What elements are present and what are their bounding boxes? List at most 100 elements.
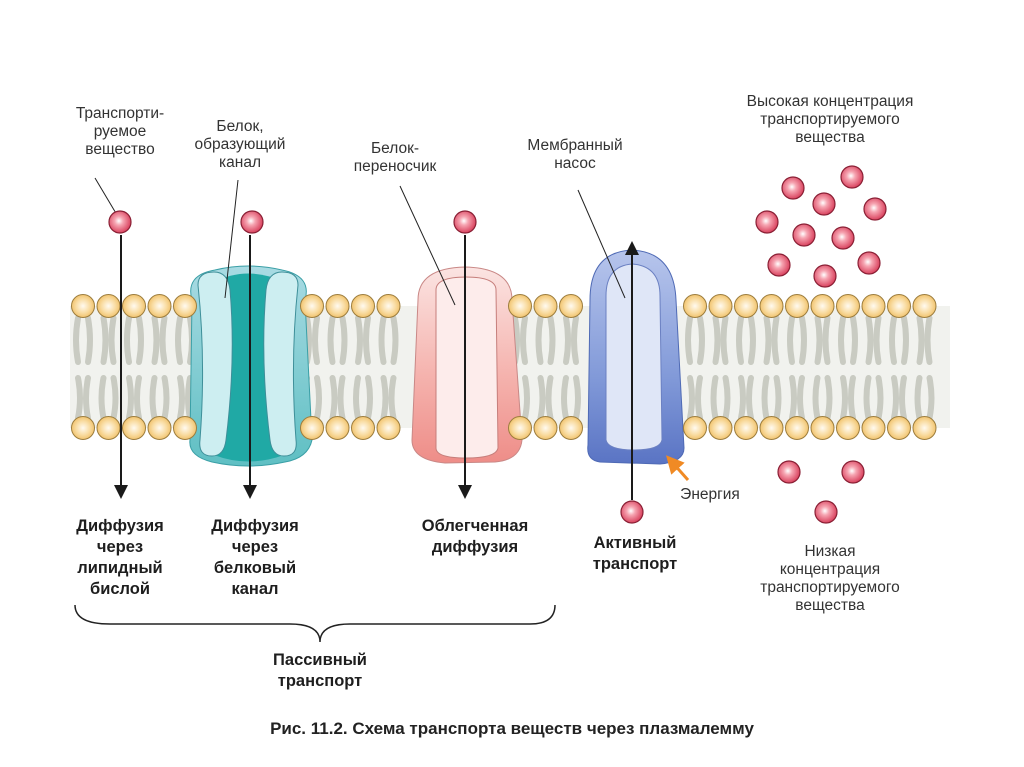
lipid-head	[71, 416, 95, 440]
lipid-tails	[73, 315, 935, 421]
label-channel-protein: Белок, образующий канал	[194, 118, 286, 171]
lipid-tail	[873, 315, 882, 365]
lipid-tail	[151, 315, 160, 365]
label-membrane-pump: Мембранный насос	[527, 137, 623, 172]
lipid-head	[836, 294, 860, 318]
lipid-tail	[814, 315, 823, 365]
lipid-tail	[537, 375, 546, 421]
lipid-tail	[83, 375, 91, 421]
lipid-tail	[522, 375, 530, 421]
lipid-head	[861, 416, 886, 440]
label-low-concentration: Низкая концентрация транспортируемого ве…	[760, 543, 900, 614]
molecule	[453, 210, 477, 234]
lipid-head	[533, 416, 558, 440]
lipid-head	[351, 416, 375, 440]
label-channel-diffusion: Диффузия через белковый канал	[211, 517, 299, 598]
lipid-tail	[378, 315, 387, 365]
molecule	[108, 210, 132, 234]
molecule	[857, 251, 881, 275]
lipid-tail	[124, 315, 132, 365]
lipid-head	[836, 416, 860, 440]
lipid-head	[559, 294, 583, 318]
lipid-tail	[914, 375, 923, 421]
passive-transport-brace	[74, 604, 556, 643]
lipid-tail	[799, 315, 807, 365]
lipid-tail	[746, 375, 754, 421]
lipid-tail	[865, 315, 874, 365]
label-energy: Энергия	[680, 486, 740, 503]
lipid-tail	[916, 315, 925, 365]
label-facilitated-diffusion: Облегченная диффузия	[421, 517, 529, 556]
lipid-tail	[875, 375, 884, 421]
lipid-head	[734, 294, 758, 318]
lipid-tail	[812, 375, 821, 421]
molecule	[240, 210, 264, 234]
lipid-head	[300, 294, 324, 318]
lipid-tail	[848, 375, 856, 421]
lipid-head	[785, 294, 809, 318]
leader-pump	[577, 189, 626, 299]
lipid-tail	[363, 315, 371, 365]
lipid-tail	[571, 315, 579, 365]
lipid-tail	[889, 315, 897, 365]
lipid-tail	[797, 375, 805, 421]
lipid-tail	[365, 375, 373, 421]
lipid-tail	[312, 315, 320, 365]
lipid-tail	[710, 375, 719, 421]
lipid-tail	[840, 375, 848, 421]
leader-channel	[224, 179, 239, 299]
lipid-tail	[380, 375, 389, 421]
lipid-head	[683, 416, 707, 440]
molecule	[781, 176, 805, 200]
label-high-concentration: Высокая концентрация транспортируемого в…	[746, 93, 914, 146]
lipid-tail	[161, 375, 170, 421]
lipid-tail	[891, 375, 899, 421]
lipid-head	[810, 294, 835, 318]
lipid-tail	[712, 315, 721, 365]
energy-arrow	[666, 455, 690, 481]
lipid-head	[325, 416, 350, 440]
lipid-tail	[175, 315, 183, 365]
lipid-tail	[563, 315, 571, 365]
lipid-head	[708, 294, 733, 318]
molecule	[841, 460, 865, 484]
lipid-tail	[901, 315, 909, 365]
membrane-pump	[587, 249, 685, 465]
lipid-tail	[329, 375, 338, 421]
lipid-head	[887, 416, 911, 440]
lipid-head	[912, 294, 937, 318]
lipid-tail	[390, 315, 399, 365]
label-transported-substance: Транспорти- руемое вещество	[75, 105, 165, 158]
label-active-transport: Активный транспорт	[592, 534, 678, 573]
lipid-tail	[177, 375, 185, 421]
lipid-tail	[789, 375, 797, 421]
molecule	[755, 210, 779, 234]
lipid-tail	[850, 315, 858, 365]
lipid-tail	[126, 375, 134, 421]
molecule	[831, 226, 855, 250]
lipid-tail	[687, 375, 695, 421]
lipid-tail	[136, 315, 144, 365]
lipid-tail	[337, 375, 346, 421]
lipid-tail	[535, 315, 544, 365]
lipid-tail	[108, 315, 117, 365]
molecule	[792, 223, 816, 247]
molecules	[108, 165, 887, 524]
lipid-tail	[838, 315, 846, 365]
lipid-tail	[75, 375, 83, 421]
lipid-tail	[314, 375, 322, 421]
lipid-tail	[899, 375, 907, 421]
molecule	[767, 253, 791, 277]
lipid-head	[376, 416, 401, 440]
lipid-head	[300, 416, 324, 440]
lipid-head	[147, 416, 172, 440]
lipid-tail	[863, 375, 872, 421]
molecule	[814, 500, 838, 524]
lipid-tail	[388, 375, 397, 421]
lipid-head	[683, 294, 707, 318]
label-lipid-diffusion: Диффузия через липидный бислой	[76, 517, 164, 598]
lipid-head	[122, 416, 146, 440]
lipid-tail	[573, 375, 581, 421]
lipid-tail	[520, 315, 528, 365]
